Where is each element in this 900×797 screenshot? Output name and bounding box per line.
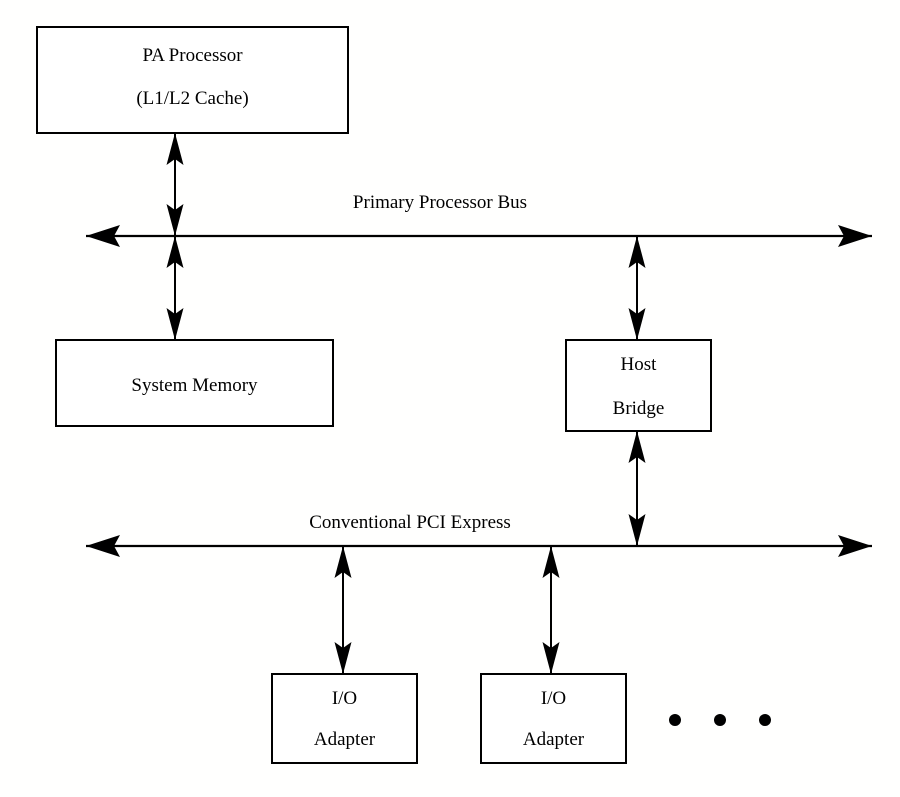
arrow-head-down <box>166 308 184 340</box>
ellipsis-dot-2 <box>714 714 726 726</box>
arrow-head-left <box>86 225 120 247</box>
connector-host-bridge-to-pci-bus <box>628 431 646 546</box>
io-adapter-box-1-label-2: Adapter <box>314 729 376 750</box>
io-adapter-box-2-outline <box>480 673 627 764</box>
conventional-pci-express-bus-label: Conventional PCI Express <box>309 512 511 533</box>
arrow-head-right <box>838 535 872 557</box>
connector-processor-to-primary-bus <box>166 133 184 236</box>
system-memory-box[interactable]: System Memory <box>55 339 334 427</box>
host-bridge-box-label-1: Host <box>621 354 658 375</box>
primary-processor-bus: Primary Processor Bus <box>86 192 872 247</box>
connector-layer <box>166 133 646 674</box>
connector-pci-bus-to-io-adapter-1 <box>334 546 352 674</box>
io-adapter-box-1-label-1: I/O <box>332 688 357 709</box>
arrow-head-down <box>334 642 352 674</box>
pa-processor-box-label-2: (L1/L2 Cache) <box>136 88 248 109</box>
arrow-head-down <box>542 642 560 674</box>
dots-layer <box>669 714 771 726</box>
system-memory-box-outline <box>55 339 334 427</box>
host-bridge-box-outline <box>565 339 712 432</box>
system-memory-box-label-1: System Memory <box>131 375 258 396</box>
connector-pci-bus-to-io-adapter-2 <box>542 546 560 674</box>
host-bridge-box-label-2: Bridge <box>613 398 665 419</box>
ellipsis-dot-1 <box>669 714 681 726</box>
io-adapter-box-2-label-1: I/O <box>541 688 566 709</box>
box-layer: PA Processor (L1/L2 Cache) System Memory Ho… <box>36 26 712 764</box>
ellipsis-dot-3 <box>759 714 771 726</box>
pa-processor-box-label-1: PA Processor <box>142 45 243 66</box>
connector-primary-bus-to-system-memory <box>166 236 184 340</box>
connector-primary-bus-to-host-bridge <box>628 236 646 340</box>
pa-processor-box[interactable]: PA Processor (L1/L2 Cache) <box>36 26 349 134</box>
io-adapter-box-2[interactable]: I/O Adapter <box>480 673 627 764</box>
arrow-head-down <box>166 204 184 236</box>
arrow-head-right <box>838 225 872 247</box>
io-adapter-box-2-label-2: Adapter <box>523 729 585 750</box>
arrow-head-down <box>628 308 646 340</box>
arrow-head-up <box>542 546 560 578</box>
arrow-head-up <box>628 431 646 463</box>
io-adapter-box-1[interactable]: I/O Adapter <box>271 673 418 764</box>
io-adapter-box-1-outline <box>271 673 418 764</box>
arrow-head-down <box>628 514 646 546</box>
arrow-head-up <box>628 236 646 268</box>
arrow-head-left <box>86 535 120 557</box>
conventional-pci-express-bus: Conventional PCI Express <box>86 512 872 557</box>
arrow-head-up <box>334 546 352 578</box>
arrow-head-up <box>166 236 184 268</box>
arrow-head-up <box>166 133 184 165</box>
pa-processor-box-outline <box>36 26 349 134</box>
primary-processor-bus-label: Primary Processor Bus <box>353 192 527 213</box>
